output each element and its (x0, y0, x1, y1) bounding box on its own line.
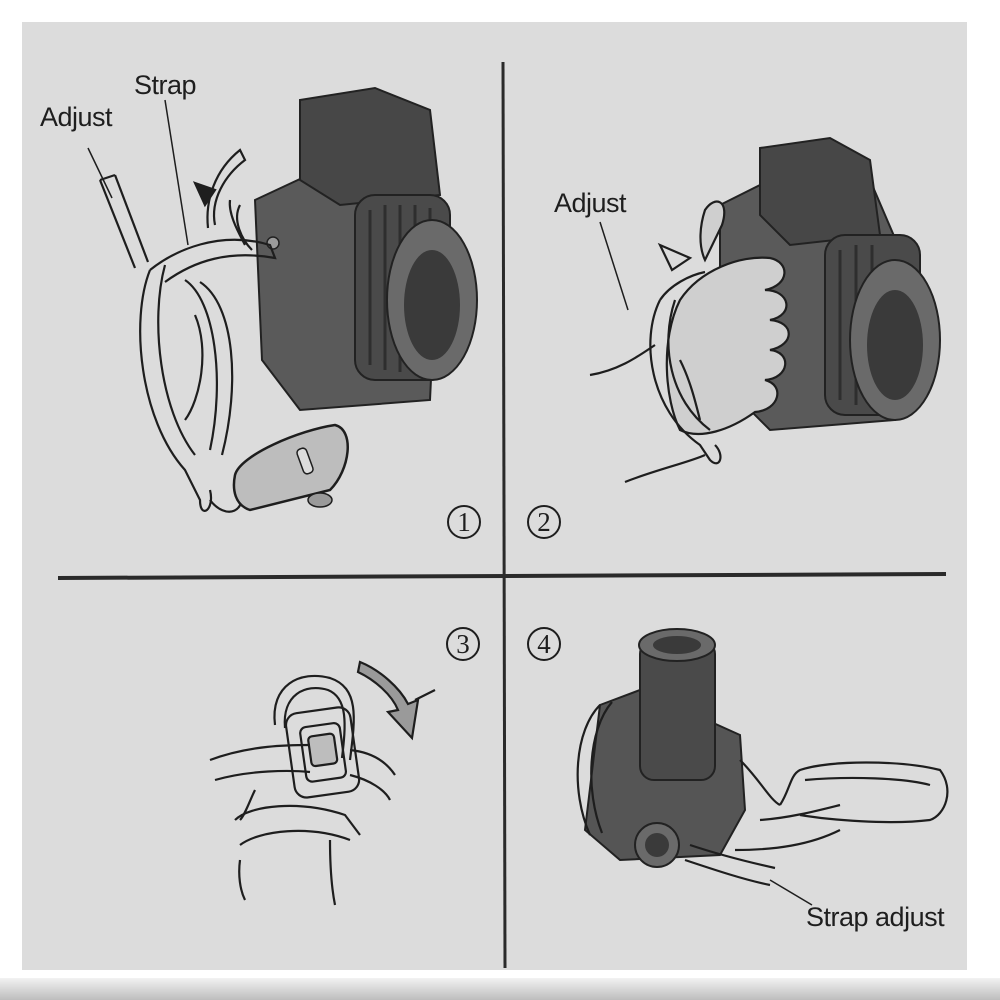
step-number-2: 2 (527, 505, 561, 539)
panel-4-illustration (576, 628, 949, 906)
insert-arrow (356, 660, 420, 741)
vertical-divider (501, 61, 507, 969)
step-number-4: 4 (527, 627, 561, 661)
strap-leader-line (164, 99, 189, 246)
adjust-leader-line-1 (87, 147, 113, 199)
camera-1 (253, 86, 478, 412)
strap-label: Strap (134, 70, 197, 100)
photo-edge (0, 978, 1000, 1000)
horizontal-divider (57, 572, 947, 580)
step-number-1: 1 (447, 505, 481, 539)
strap-adjust-leader-line (769, 879, 813, 906)
adjust-leader-line-2 (599, 221, 629, 311)
panel-1-illustration (87, 86, 478, 513)
strap-4 (576, 701, 949, 887)
adjust-label-1: Adjust (40, 102, 113, 132)
camera-2 (719, 136, 941, 432)
hand-2 (665, 200, 790, 436)
panel-3-illustration (209, 660, 436, 906)
camera-4 (583, 628, 747, 868)
buckle (284, 706, 361, 799)
adjust-label-2: Adjust (554, 188, 627, 218)
step-number-3: 3 (446, 627, 480, 661)
panel-2-illustration (589, 136, 941, 484)
buckle-loop (273, 674, 355, 761)
strap-pod (232, 423, 349, 512)
strap-adjust-label: Strap adjust (806, 902, 945, 932)
wrist-strap-2 (589, 242, 722, 484)
